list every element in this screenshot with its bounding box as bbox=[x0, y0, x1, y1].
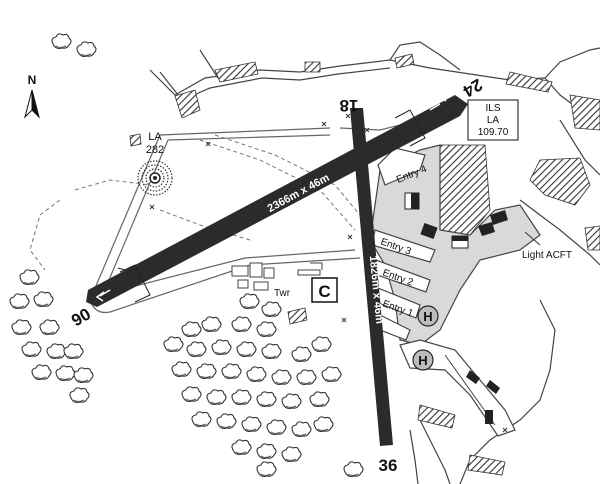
threshold-marks bbox=[95, 93, 449, 302]
north-label: N bbox=[28, 73, 37, 87]
helipad-1: H bbox=[417, 305, 439, 327]
runway-06-24 bbox=[86, 95, 468, 307]
tower-buildings bbox=[231, 262, 323, 291]
ils-ident: LA bbox=[487, 115, 500, 126]
helipad-2-label: H bbox=[418, 353, 427, 368]
ils-frequency: 109.70 bbox=[478, 127, 509, 138]
threshold-brackets bbox=[117, 109, 426, 303]
compass-label: C bbox=[318, 282, 330, 301]
compass-calibration-box: C bbox=[311, 277, 338, 303]
ils-info-box: ILS LA 109.70 bbox=[467, 99, 519, 141]
approach-lights bbox=[149, 113, 508, 433]
runway-end-18: 18 bbox=[340, 96, 359, 115]
north-arrow-icon bbox=[24, 89, 40, 119]
ils-label: ILS bbox=[485, 103, 500, 114]
ndb-beacon bbox=[137, 160, 173, 196]
taxi-entries bbox=[371, 147, 436, 341]
light-acft-pointer bbox=[524, 231, 541, 246]
hatched-areas bbox=[129, 53, 600, 476]
helipad-1-label: H bbox=[423, 309, 432, 324]
runway-end-24: 24 bbox=[459, 75, 485, 101]
runway-end-36: 36 bbox=[379, 456, 398, 475]
helipad-2: H bbox=[412, 349, 434, 371]
ndb-frequency: 282 bbox=[146, 144, 164, 156]
tower-label: Twr bbox=[274, 288, 291, 299]
ndb-ident: LA bbox=[148, 131, 162, 143]
runway-18-36 bbox=[350, 108, 393, 446]
light-acft-label: Light ACFT bbox=[522, 250, 572, 261]
runway-end-06: 06 bbox=[68, 304, 94, 330]
